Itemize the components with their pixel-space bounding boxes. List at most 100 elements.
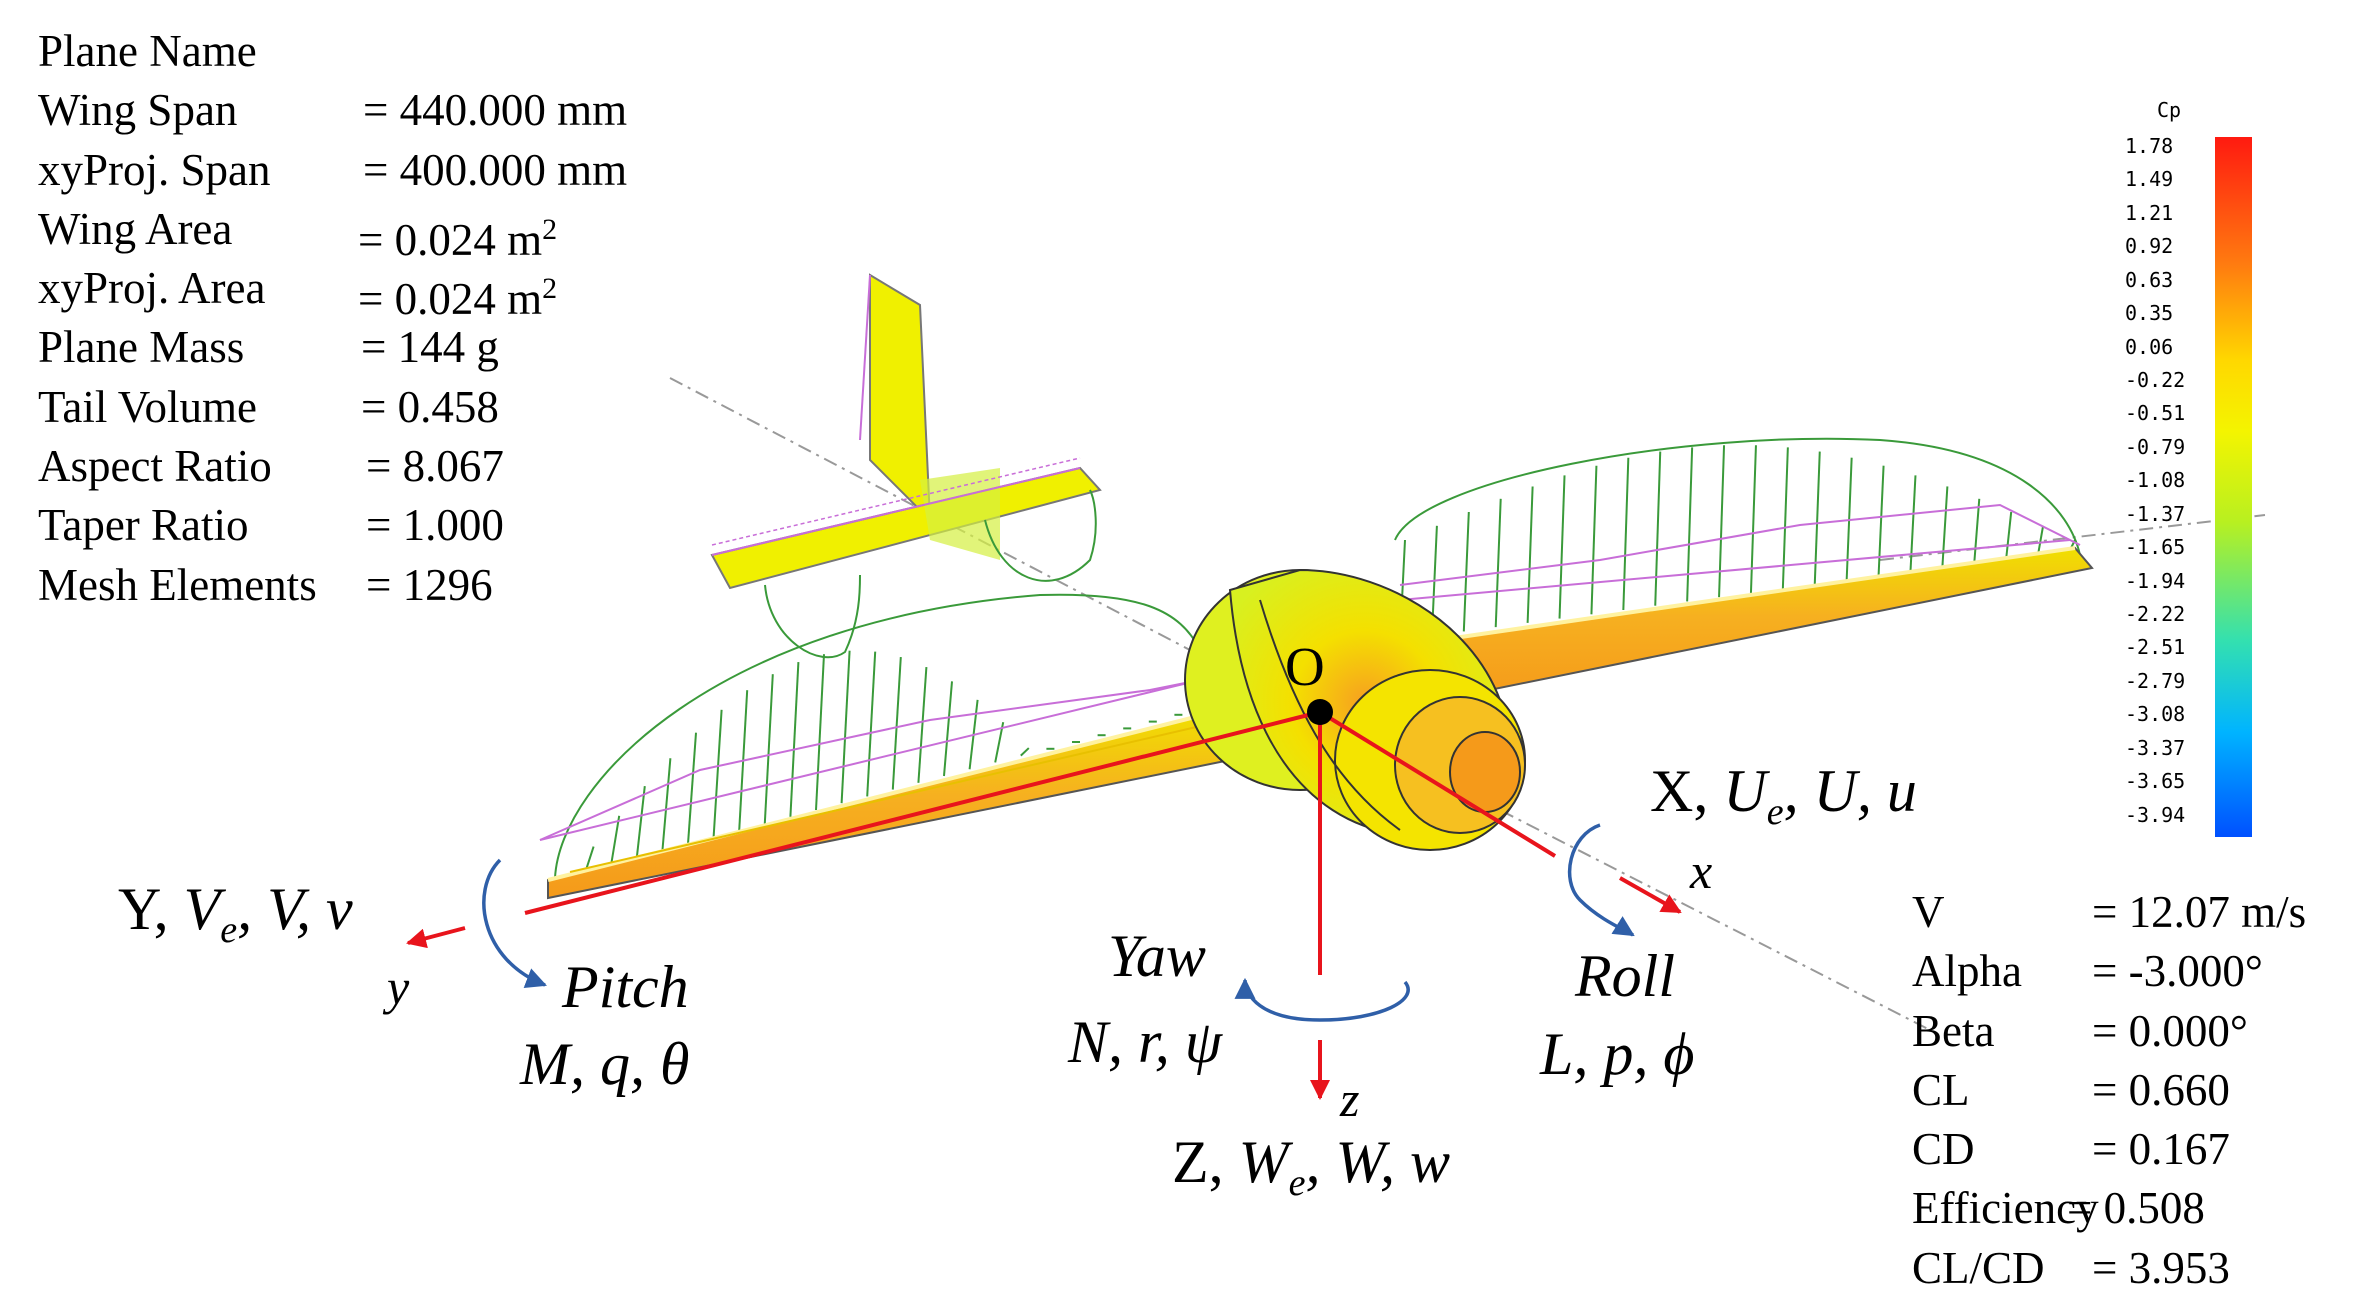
lift-rib (917, 667, 928, 783)
left-wing (547, 710, 1232, 900)
lift-distribution-left-wing (554, 593, 1208, 879)
cp-legend-tick: -1.08 (2125, 468, 2186, 493)
cp-legend-tick: 0.35 (2125, 301, 2174, 326)
pitch-variables: M, q, θ (520, 1031, 690, 1097)
plane-info-value: = 0.024 m2 (358, 272, 558, 325)
aero-result-label: Alpha (1912, 946, 2022, 997)
roll-arrow (1567, 823, 1635, 937)
plane-info-label: Plane Mass (38, 322, 245, 373)
lift-rib (943, 681, 953, 777)
tail-assembly (710, 273, 1102, 659)
lift-rib (815, 654, 825, 811)
lift-rib (1749, 445, 1757, 593)
aero-result-value: = 12.07 m/s (2092, 887, 2307, 937)
aero-result-label: CL/CD (1912, 1242, 2045, 1293)
lift-rib (840, 650, 851, 804)
plane-info-label: Tail Volume (38, 381, 257, 432)
plane-info-value: = 1296 (366, 559, 493, 610)
plane-info-value: = 0.024 m2 (358, 212, 558, 265)
right-wing (1439, 546, 2094, 702)
cp-legend-tick: 0.92 (2125, 234, 2174, 259)
lift-rib (1622, 457, 1630, 611)
unit-exponent: 2 (542, 212, 558, 246)
aero-result-value: = 0.000° (2092, 1005, 2248, 1056)
lift-rib (1654, 451, 1662, 606)
aero-result-label: Beta (1912, 1005, 1995, 1056)
aero-result-value: = 3.953 (2092, 1242, 2230, 1293)
lift-rib (661, 758, 672, 851)
yaw-variables: N, r, ψ (1068, 1009, 1222, 1075)
plane-info-label: Wing Area (38, 203, 233, 254)
cp-legend-tick: -3.37 (2125, 735, 2186, 760)
unit-exponent: 2 (542, 272, 558, 306)
cp-legend-tick: -0.51 (2125, 401, 2186, 426)
lift-rib (610, 815, 621, 865)
aero-result-label: V (1912, 887, 1945, 937)
cp-color-bar (2215, 137, 2252, 837)
y-axis-arrow (406, 926, 466, 949)
plane-info-label: xyProj. Area (38, 263, 266, 314)
x-axis-symbol: x (1690, 843, 1713, 899)
cp-legend-tick: -3.94 (2125, 802, 2186, 827)
cp-legend-tick: 1.21 (2125, 200, 2174, 225)
cp-legend-tick: 0.06 (2125, 334, 2174, 359)
x-axis-variables: X, Ue, U, u (1650, 758, 1917, 833)
body-axes (406, 710, 1682, 1100)
y-axis-symbol: y (387, 959, 410, 1015)
lift-rib (891, 657, 902, 790)
cp-legend-tick: 1.49 (2125, 167, 2174, 192)
moment-arrows (482, 823, 1635, 1022)
z-axis-symbol: z (1340, 1071, 1360, 1127)
plane-info-value: = 400.000 mm (363, 144, 628, 195)
plane-info-label: Wing Span (38, 85, 238, 136)
cp-legend-tick: 1.78 (2125, 134, 2174, 158)
lift-rib (2005, 511, 2013, 559)
origin-point (1307, 699, 1333, 725)
yaw-label: Yaw (1108, 923, 1206, 989)
lift-rib (635, 786, 646, 858)
cp-legend-tick: 0.63 (2125, 267, 2174, 292)
x-axis-line (1318, 710, 1557, 858)
aero-result-label: CD (1912, 1124, 1975, 1175)
roll-variables: L, p, ϕ (1540, 1021, 1695, 1087)
plane-info-label: Plane Name (38, 26, 257, 76)
lift-rib (763, 674, 774, 824)
plane-info-label: Taper Ratio (38, 500, 249, 551)
lift-rib (1845, 457, 1853, 581)
lift-rib (1973, 498, 1981, 563)
lift-rib (687, 732, 697, 845)
plane-info-label: Mesh Elements (38, 559, 317, 610)
lift-rib (1909, 475, 1917, 572)
cp-legend-tick: -2.79 (2125, 668, 2186, 693)
cp-legend-tick: -3.08 (2125, 702, 2186, 727)
z-axis-variables: Z, We, W, w (1172, 1129, 1451, 1204)
pitch-label: Pitch (562, 954, 689, 1020)
cp-legend-tick: -1.94 (2125, 568, 2186, 593)
plane-info-value: = 144 g (361, 322, 499, 373)
lift-rib (2037, 525, 2045, 555)
y-axis-line (524, 710, 1321, 915)
aero-result-value: = 0.508 (2067, 1183, 2205, 1234)
lift-rib (866, 651, 877, 797)
lift-rib (1781, 447, 1789, 589)
yaw-arrow (1234, 977, 1410, 1022)
lift-rib (1590, 465, 1598, 615)
plane-info-value: = 1.000 (366, 500, 504, 551)
drag-distribution (539, 503, 2081, 841)
lift-rib (1718, 445, 1726, 598)
lift-rib (1494, 498, 1502, 628)
cp-legend-tick: -1.65 (2125, 535, 2186, 560)
aero-result-value: = 0.167 (2092, 1124, 2230, 1175)
plane-info-value: = 8.067 (366, 441, 504, 492)
lift-rib (789, 662, 800, 817)
cp-legend-title: Cp (2157, 98, 2182, 122)
cp-legend-tick: -2.22 (2125, 601, 2186, 626)
aero-result-value: = 0.660 (2092, 1064, 2230, 1115)
plane-info-value: = 0.458 (361, 381, 499, 432)
aero-result-label: CL (1912, 1064, 1970, 1115)
aero-result-label: Efficiency (1912, 1183, 2099, 1234)
cp-legend-tick: -0.79 (2125, 434, 2186, 459)
lift-rib (1020, 747, 1030, 757)
cp-legend-tick: -1.37 (2125, 501, 2186, 526)
